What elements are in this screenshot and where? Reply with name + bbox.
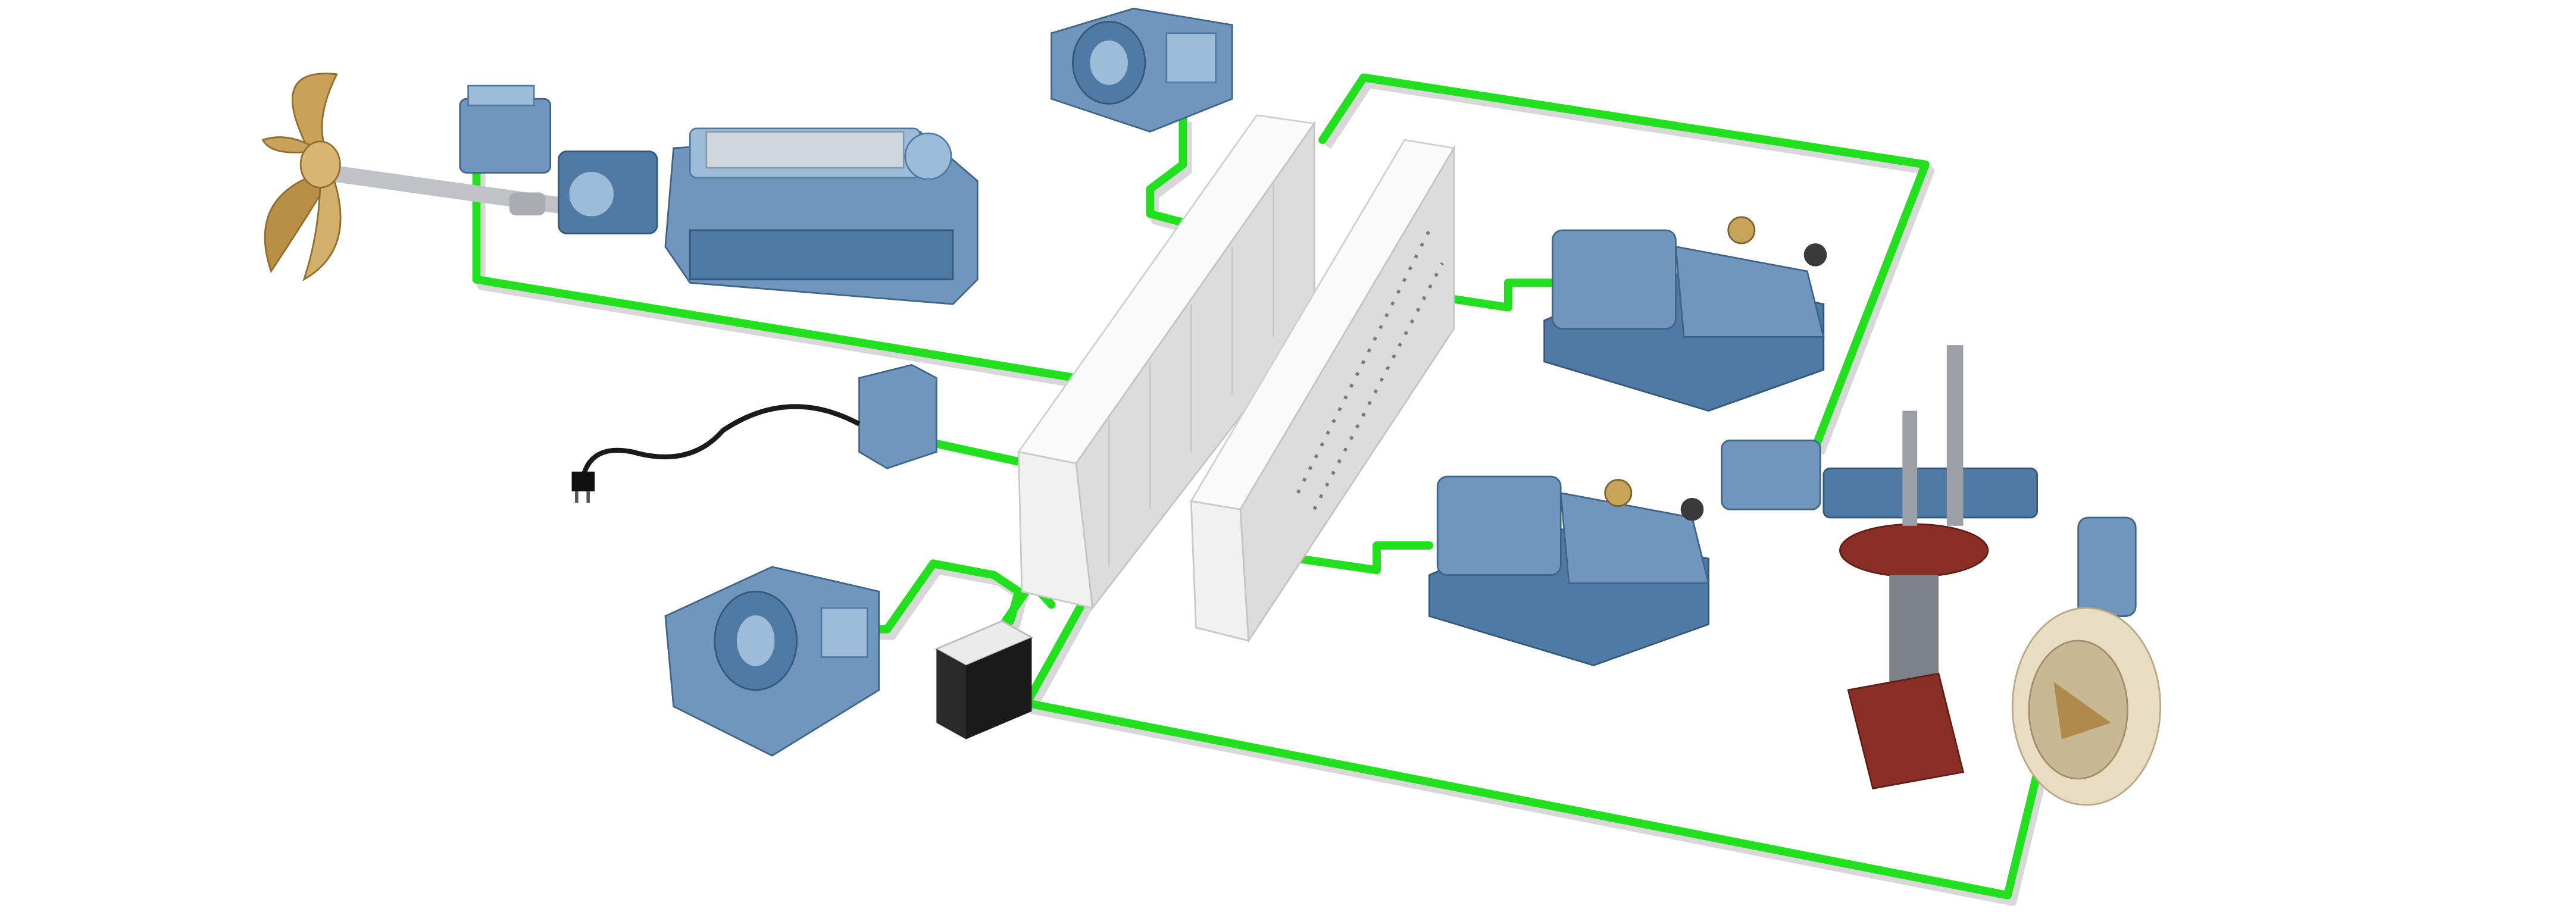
shaft-generator [459, 84, 552, 174]
main-switchboard [1017, 114, 1316, 610]
main-engine [664, 127, 978, 305]
cable-winch-to-switchboard [1146, 111, 1217, 234]
azimuth-thruster [1721, 345, 2039, 790]
distribution-switchboard [1189, 139, 1455, 644]
battery-icon [934, 620, 1034, 739]
anchor-winch [664, 566, 880, 757]
gearbox [558, 151, 658, 234]
shore-connection-box [858, 363, 937, 469]
generator-set-2 [1428, 475, 1710, 666]
ship-propeller-icon [261, 73, 589, 281]
power-plug-icon [571, 404, 861, 503]
tunnel-thruster [2011, 516, 2162, 806]
cable-generator-2 [1293, 541, 1434, 575]
generator-set-1 [1543, 216, 1827, 412]
deck-winch-top [1051, 7, 1233, 133]
cable-shore-box-to-switchboard [932, 439, 1031, 468]
cable-switchboard-to-azimuth-thruster [1318, 73, 1930, 452]
cable-generator-1 [1428, 278, 1557, 312]
cable-anchor-winch-to-switchboard [858, 559, 1023, 634]
